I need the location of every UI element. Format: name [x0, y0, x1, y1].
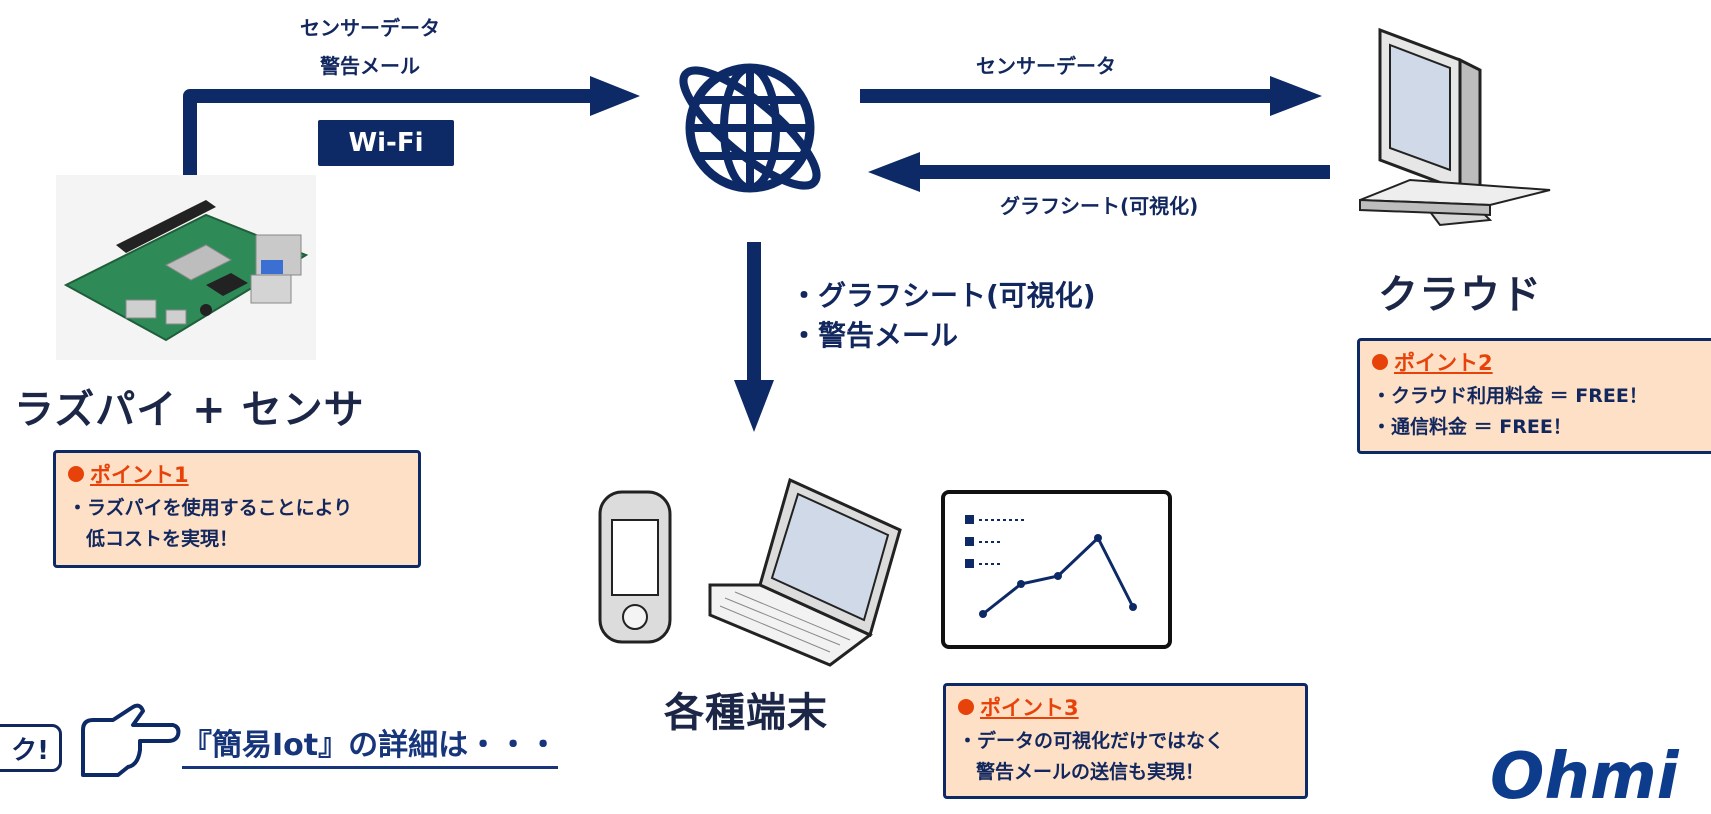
smartphone-icon — [598, 490, 672, 644]
wifi-badge: Wi-Fi — [318, 120, 454, 166]
pointing-hand-icon — [81, 703, 181, 777]
point-1-line-2: 低コストを実現！ — [86, 528, 239, 550]
devices-title: 各種端末 — [664, 690, 828, 736]
arrow2-label: センサーデータ — [976, 54, 1116, 78]
point-box-1: ポイント1 ・ラズパイを使用することにより 低コストを実現！ — [53, 450, 421, 568]
arrow3-label: グラフシート(可視化) — [1000, 194, 1199, 218]
cloud-title: クラウド — [1378, 272, 1542, 318]
arrow-raspi-to-internet — [183, 76, 640, 175]
point-3-line-2: 警告メールの送信も実現！ — [976, 761, 1205, 783]
down-arrow-label-line1: ・グラフシート(可視化) — [790, 279, 1096, 312]
details-link[interactable]: 『簡易Iot』の詳細は・・・ — [182, 720, 559, 769]
arrow-cloud-to-internet — [868, 152, 1330, 192]
bullet-dot-icon — [958, 699, 974, 715]
down-arrow-label-line2: ・警告メール — [790, 319, 959, 352]
point-2-title: ポイント2 — [1394, 351, 1493, 375]
point-box-2: ポイント2 ・クラウド利用料金 ＝ FREE！ ・通信料金 ＝ FREE！ — [1357, 338, 1711, 454]
bullet-dot-icon — [68, 466, 84, 482]
company-logo: Ohmi — [1490, 740, 1679, 814]
raspi-title: ラズパイ + センサ — [14, 387, 365, 433]
diagram-graphics — [56, 27, 1551, 777]
point-3-line-1: ・データの可視化だけではなく — [958, 730, 1225, 752]
arrow1-label-line1: センサーデータ — [300, 16, 440, 40]
point-2-line-1: ・クラウド利用料金 ＝ FREE！ — [1372, 385, 1648, 407]
point-box-3: ポイント3 ・データの可視化だけではなく 警告メールの送信も実現！ — [943, 683, 1308, 799]
bullet-dot-icon — [1372, 354, 1388, 370]
arrow-internet-to-cloud — [860, 76, 1322, 116]
point-3-title: ポイント3 — [980, 696, 1079, 720]
desktop-computer-icon — [1359, 27, 1551, 227]
chart-thumbnail-icon — [941, 490, 1172, 649]
laptop-icon — [708, 477, 902, 667]
raspberry-pi-image — [56, 175, 316, 360]
arrow-internet-to-devices — [734, 242, 774, 432]
point-2-line-2: ・通信料金 ＝ FREE！ — [1372, 416, 1572, 438]
globe-icon — [679, 63, 821, 193]
check-button[interactable]: ク! — [0, 724, 62, 772]
point-1-line-1: ・ラズパイを使用することにより — [68, 497, 353, 519]
point-1-title: ポイント1 — [90, 463, 189, 487]
arrow1-label-line2: 警告メール — [320, 54, 420, 78]
